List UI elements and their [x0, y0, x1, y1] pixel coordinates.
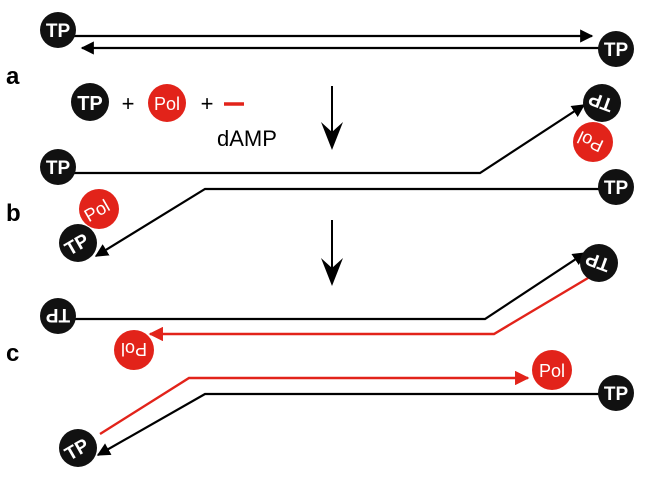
tp-circle: TP: [40, 149, 76, 185]
svg-text:Pol: Pol: [154, 94, 180, 114]
pol-circle: Pol: [79, 189, 119, 229]
tp-circle: TP: [71, 83, 109, 121]
pol-circle: Pol: [114, 330, 154, 370]
svg-text:TP: TP: [46, 304, 71, 325]
strand-c-lower-new: [99, 370, 530, 436]
svg-text:TP: TP: [46, 158, 71, 179]
plus-sign: +: [122, 91, 135, 116]
svg-text:TP: TP: [46, 21, 71, 42]
svg-text:TP: TP: [77, 93, 103, 115]
svg-text:Pol: Pol: [539, 361, 565, 381]
pol-circle: Pol: [148, 84, 186, 122]
tp-circle: TP: [598, 375, 634, 411]
strand-c-upper-template: [74, 252, 587, 321]
svg-text:TP: TP: [604, 40, 629, 61]
svg-text:Pol: Pol: [121, 339, 147, 359]
svg-text:TP: TP: [604, 384, 629, 405]
strand-c-lower-template: [96, 392, 600, 456]
strand-b-top: [72, 104, 586, 175]
plus-sign: +: [201, 91, 214, 116]
panel-label-a: a: [6, 63, 20, 90]
panel-label-c: c: [6, 340, 19, 367]
damp-label: dAMP: [217, 126, 277, 151]
tp-circle: TP: [598, 169, 634, 205]
svg-text:TP: TP: [604, 178, 629, 199]
tp-circle: TP: [598, 31, 634, 67]
strand-c-upper-new: [148, 276, 589, 342]
tp-circle: TP: [59, 429, 97, 467]
tp-circle: TP: [583, 84, 621, 122]
pol-circle: Pol: [573, 122, 613, 162]
tp-circle: TP: [40, 12, 76, 48]
tp-circle: TP: [59, 224, 97, 262]
tp-circle: TP: [40, 298, 76, 334]
strand-b-bottom: [94, 187, 600, 257]
reaction-arrowhead: [321, 122, 343, 150]
pol-circle: Pol: [532, 350, 572, 390]
reaction-arrowhead: [321, 258, 343, 286]
tp-circle: TP: [580, 244, 618, 282]
panel-label-b: b: [6, 200, 21, 227]
